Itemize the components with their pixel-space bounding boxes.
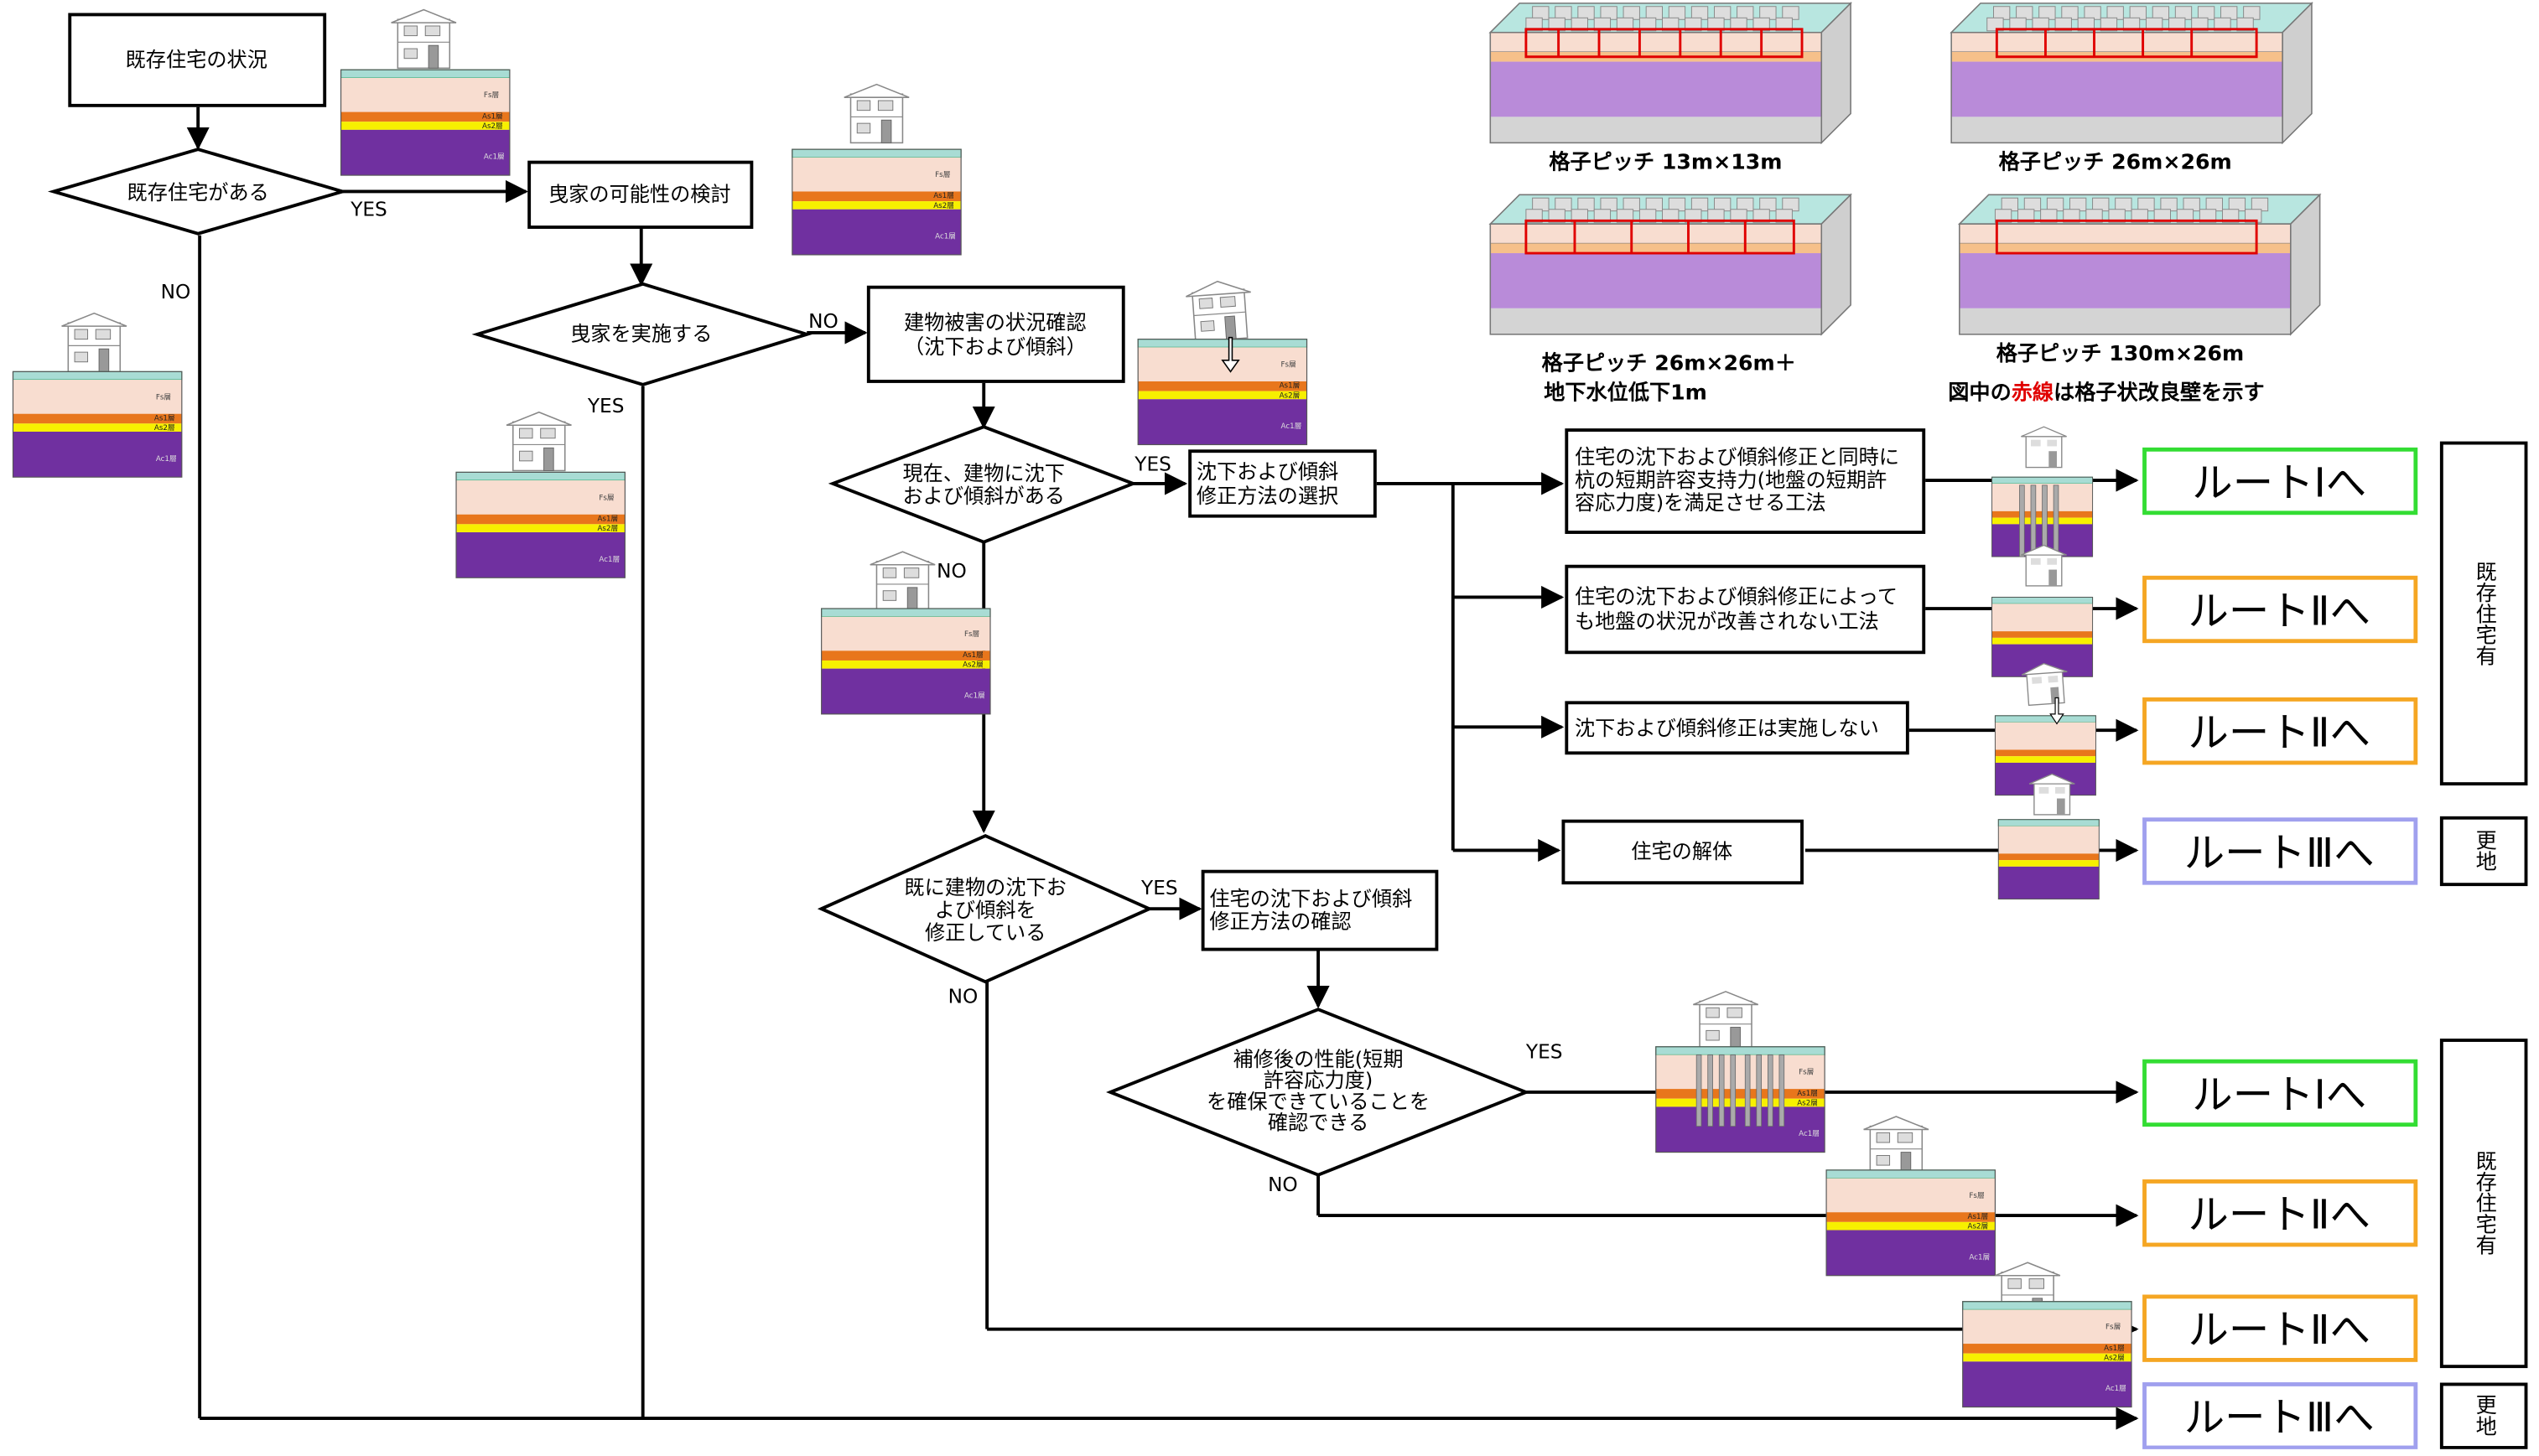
- route-2-label: ルートⅡへ: [2189, 588, 2370, 635]
- route-2-box-d: ルートⅡへ: [2142, 1294, 2418, 1362]
- option-3-label: 沈下および傾斜修正は実施しない: [1575, 717, 1879, 740]
- yes-label: YES: [350, 198, 387, 220]
- route-boxes: ルートⅠへ ルートⅡへ ルートⅡへ ルートⅢへ ルートⅠへ ルートⅡへ ルートⅡ…: [2142, 447, 2418, 1450]
- decision-hikiya-label: 曳家を実施する: [570, 323, 712, 346]
- model-3-caption-1: 格子ピッチ 26m×26m＋: [1542, 350, 1796, 375]
- decision-hikiya: 曳家を実施する: [471, 282, 813, 386]
- model-2-caption: 格子ピッチ 26m×26m: [1999, 149, 2232, 174]
- damage-check-box: 建物被害の状況確認 （沈下および傾斜）: [866, 285, 1125, 383]
- method-confirm-box: 住宅の沈下および傾斜 修正方法の確認: [1201, 869, 1439, 951]
- ground-illustrations: [12, 8, 2133, 1408]
- no-label: NO: [937, 560, 967, 583]
- decision-current-label-2: および傾斜がある: [902, 484, 1065, 508]
- route-3-label: ルートⅢへ: [2184, 830, 2375, 877]
- yes-label: YES: [1525, 1040, 1563, 1063]
- decision-existing-house: 既存住宅がある: [47, 148, 349, 236]
- option-box-2: 住宅の沈下および傾斜修正によって も地盤の状況が改善されない工法: [1565, 564, 1926, 655]
- route-2-label: ルートⅡへ: [2189, 710, 2370, 757]
- model-images: [1489, 2, 2321, 335]
- decision-corrected-line-2: よび傾斜を: [935, 899, 1036, 922]
- method-select-label-2: 修正方法の選択: [1197, 484, 1338, 508]
- demolition-box: 住宅の解体: [1561, 819, 1804, 885]
- option-1-line-2: 杭の短期許容支持力(地盤の短期許: [1575, 469, 1887, 492]
- decision-existing-house-label: 既存住宅がある: [127, 181, 269, 205]
- option-2-line-1: 住宅の沈下および傾斜修正によって: [1575, 585, 1898, 609]
- decision-corrected-line-1: 既に建物の沈下お: [904, 876, 1067, 899]
- model-1-caption: 格子ピッチ 13m×13m: [1549, 149, 1782, 174]
- option-2-line-2: も地盤の状況が改善されない工法: [1575, 609, 1879, 633]
- option-1-line-1: 住宅の沈下および傾斜修正と同時に: [1575, 446, 1899, 469]
- consider-hikiya-label: 曳家の可能性の検討: [548, 183, 731, 206]
- method-confirm-line-2: 修正方法の確認: [1209, 909, 1351, 933]
- route-1-box-top: ルートⅠへ: [2142, 447, 2418, 516]
- decision-performance-line-4: 確認できる: [1268, 1111, 1368, 1134]
- route-1-box-bottom: ルートⅠへ: [2142, 1059, 2418, 1127]
- option-box-1: 住宅の沈下および傾斜修正と同時に 杭の短期許容支持力(地盤の短期許 容応力度)を…: [1565, 428, 1926, 534]
- route-2-label: ルートⅡへ: [2189, 1192, 2370, 1239]
- route-2-box-b: ルートⅡへ: [2142, 697, 2418, 765]
- existing-house-label-top: 既存住宅有: [2473, 561, 2497, 666]
- start-label: 既存住宅の状況: [126, 48, 267, 71]
- red-line-note-red: 赤線: [2012, 380, 2054, 404]
- method-confirm-line-1: 住宅の沈下および傾斜: [1209, 887, 1412, 910]
- route-2-label: ルートⅡへ: [2189, 1307, 2370, 1354]
- start-box: 既存住宅の状況: [68, 13, 327, 107]
- method-select-box: 沈下および傾斜 修正方法の選択: [1188, 449, 1377, 518]
- existing-house-label-bottom: 既存住宅有: [2473, 1150, 2497, 1256]
- decision-already-corrected: 既に建物の沈下お よび傾斜を 修正している: [817, 833, 1154, 984]
- no-label: NO: [1268, 1174, 1298, 1196]
- decision-current-settlement: 現在、建物に沈下 および傾斜がある: [828, 425, 1138, 544]
- red-line-note-post: は格子状改良壁を示す: [2054, 380, 2265, 404]
- consider-hikiya-box: 曳家の可能性の検討: [527, 160, 754, 229]
- route-2-box-a: ルートⅡへ: [2142, 575, 2418, 644]
- no-label: NO: [808, 310, 839, 333]
- decision-performance-line-3: を確保できていることを: [1207, 1090, 1430, 1113]
- vacant-lot-label-bottom: 更地: [2473, 1394, 2497, 1436]
- decision-performance: 補修後の性能(短期 許容応力度) を確保できていることを 確認できる: [1106, 1008, 1531, 1177]
- decision-current-label-1: 現在、建物に沈下: [902, 462, 1065, 485]
- route-3-label: ルートⅢへ: [2184, 1395, 2375, 1442]
- route-1-label: ルートⅠへ: [2192, 1071, 2366, 1118]
- model-4-caption: 格子ピッチ 130m×26m: [1996, 341, 2245, 365]
- option-1-line-3: 容応力度)を満足させる工法: [1575, 491, 1826, 515]
- red-line-note: 図中の赤線は格子状改良壁を示す: [1948, 380, 2264, 404]
- decision-performance-line-1: 補修後の性能(短期: [1233, 1048, 1404, 1071]
- vacant-lot-label-top: 更地: [2473, 829, 2497, 871]
- route-1-label: ルートⅠへ: [2192, 459, 2366, 506]
- red-line-note-pre: 図中の: [1948, 380, 2011, 404]
- option-box-3: 沈下および傾斜修正は実施しない: [1565, 701, 1909, 755]
- method-select-label-1: 沈下および傾斜: [1197, 460, 1338, 484]
- yes-label: YES: [587, 395, 625, 417]
- side-labels: 既存住宅有 更地 既存住宅有 更地: [2439, 441, 2528, 1449]
- demolition-label: 住宅の解体: [1631, 840, 1732, 863]
- route-2-box-c: ルートⅡへ: [2142, 1179, 2418, 1247]
- route-3-box-a: ルートⅢへ: [2142, 817, 2418, 885]
- branch-labels: YES NO NO YES YES NO YES NO YES NO: [161, 198, 1563, 1196]
- damage-check-label-1: 建物被害の状況確認: [904, 311, 1087, 334]
- decision-performance-line-2: 許容応力度): [1264, 1069, 1373, 1092]
- damage-check-label-2: （沈下および傾斜）: [904, 335, 1087, 359]
- model-captions: 格子ピッチ 13m×13m 格子ピッチ 26m×26m 格子ピッチ 26m×26…: [1542, 149, 2265, 404]
- model-3-caption-2: 地下水位低下1m: [1544, 380, 1707, 404]
- yes-label: YES: [1140, 877, 1178, 899]
- no-label: NO: [161, 281, 191, 303]
- no-label: NO: [948, 985, 979, 1008]
- yes-label: YES: [1134, 453, 1171, 475]
- route-3-box-b: ルートⅢへ: [2142, 1382, 2418, 1450]
- decision-corrected-line-3: 修正している: [925, 921, 1046, 945]
